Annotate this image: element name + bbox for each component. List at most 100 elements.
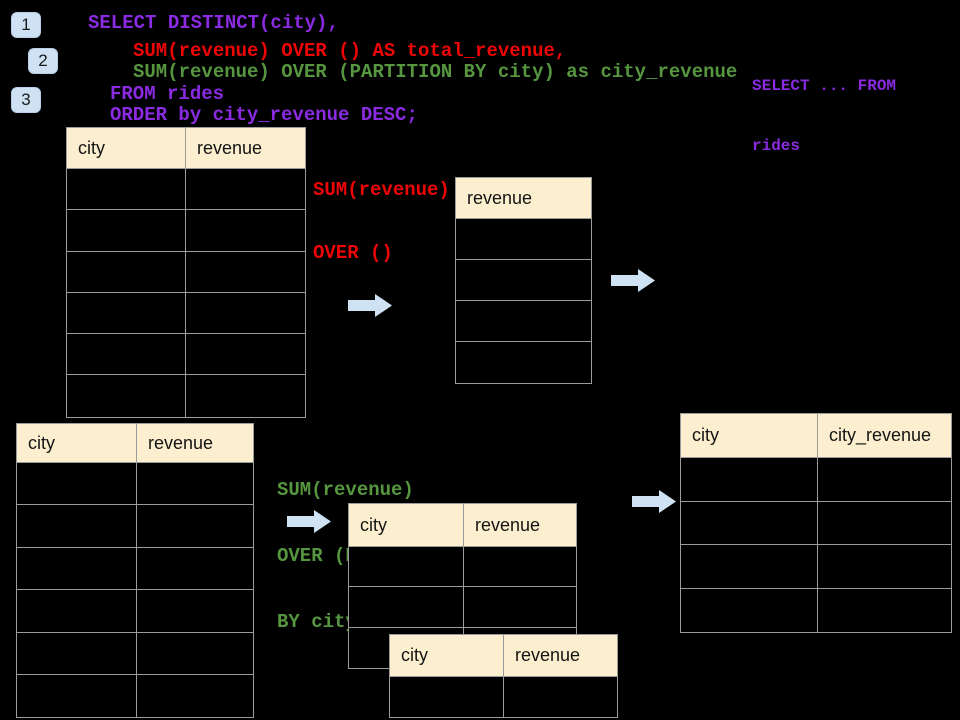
flow-arrow-icon bbox=[287, 510, 331, 533]
empty-cell bbox=[186, 293, 305, 335]
table-row bbox=[17, 505, 253, 548]
empty-cell bbox=[349, 547, 464, 588]
table-row bbox=[67, 210, 305, 252]
header-cell-revenue: revenue bbox=[137, 424, 253, 463]
table-row bbox=[67, 334, 305, 376]
empty-cell bbox=[390, 677, 504, 717]
sql-line-select: SELECT DISTINCT(city), bbox=[88, 12, 339, 34]
table-row bbox=[17, 463, 253, 506]
empty-cell bbox=[681, 588, 818, 632]
table-row bbox=[681, 545, 951, 589]
header-cell-city: city bbox=[681, 414, 818, 458]
table-row bbox=[349, 547, 576, 588]
table-source-rides-top: city revenue bbox=[66, 127, 306, 418]
side-note-line-1: SELECT ... FROM bbox=[752, 77, 897, 95]
step-badge-2: 2 bbox=[28, 48, 58, 74]
empty-cell bbox=[456, 301, 591, 342]
empty-cell bbox=[67, 375, 186, 417]
empty-cell bbox=[67, 251, 186, 293]
empty-cell bbox=[137, 633, 253, 675]
table-partition-front: city revenue bbox=[389, 634, 618, 718]
empty-cell bbox=[681, 545, 818, 589]
empty-cell bbox=[137, 548, 253, 591]
empty-cell bbox=[137, 505, 253, 548]
header-cell-city: city bbox=[17, 424, 137, 463]
table-row bbox=[17, 632, 253, 675]
empty-cell bbox=[818, 458, 951, 502]
empty-cell bbox=[681, 501, 818, 545]
empty-cell bbox=[456, 219, 591, 260]
empty-cell bbox=[186, 210, 305, 252]
empty-cell bbox=[17, 674, 137, 718]
empty-cell bbox=[464, 547, 576, 588]
header-cell-city: city bbox=[349, 504, 464, 547]
header-cell-revenue: revenue bbox=[186, 128, 305, 169]
step-badge-3: 3 bbox=[11, 87, 41, 113]
side-note-line-2: rides bbox=[752, 137, 801, 155]
table-row bbox=[456, 260, 591, 301]
empty-cell bbox=[17, 505, 137, 548]
empty-cell bbox=[67, 334, 186, 376]
table-row bbox=[17, 590, 253, 633]
header-cell-revenue: revenue bbox=[464, 504, 576, 547]
empty-cell bbox=[67, 292, 186, 335]
step-badge-1: 1 bbox=[11, 12, 41, 38]
empty-cell bbox=[349, 587, 464, 628]
empty-cell bbox=[67, 210, 186, 252]
table-row bbox=[17, 547, 253, 591]
table-source-rides-bottom: city revenue bbox=[16, 423, 254, 719]
table-row bbox=[681, 458, 951, 502]
empty-cell bbox=[17, 632, 137, 675]
table-row bbox=[67, 292, 305, 335]
table-row bbox=[67, 169, 305, 211]
empty-cell bbox=[137, 590, 253, 633]
empty-cell bbox=[186, 375, 305, 416]
table-row bbox=[390, 677, 617, 717]
header-cell-city: city bbox=[67, 128, 186, 169]
header-cell-city: city bbox=[390, 635, 504, 677]
table-row bbox=[67, 375, 305, 417]
empty-cell bbox=[186, 252, 305, 293]
table-result-city-revenue: city city_revenue bbox=[680, 413, 952, 633]
empty-cell bbox=[456, 342, 591, 383]
empty-cell bbox=[818, 502, 951, 545]
empty-cell bbox=[137, 675, 253, 717]
empty-cell bbox=[818, 589, 951, 633]
empty-cell bbox=[17, 590, 137, 633]
flow-arrow-icon bbox=[611, 269, 655, 292]
sql-line-from: FROM rides bbox=[110, 83, 225, 105]
annotation-total-line-1: SUM(revenue) bbox=[313, 179, 450, 201]
table-row bbox=[349, 587, 576, 628]
empty-cell bbox=[67, 169, 186, 211]
table-row bbox=[456, 219, 591, 260]
sql-line-total-sum: SUM(revenue) OVER () AS total_revenue, bbox=[133, 40, 567, 62]
empty-cell bbox=[504, 677, 617, 717]
empty-cell bbox=[137, 463, 253, 506]
header-cell-city-revenue: city_revenue bbox=[818, 414, 951, 458]
table-row bbox=[67, 251, 305, 293]
empty-cell bbox=[681, 458, 818, 502]
sql-line-order: ORDER by city_revenue DESC; bbox=[110, 104, 418, 126]
empty-cell bbox=[17, 547, 137, 591]
side-note-select-from: SELECT ... FROM rides bbox=[752, 36, 896, 196]
flow-arrow-icon bbox=[348, 294, 392, 317]
empty-cell bbox=[456, 260, 591, 301]
table-row bbox=[681, 588, 951, 633]
empty-cell bbox=[464, 587, 576, 628]
flow-arrow-icon bbox=[632, 490, 676, 513]
table-row bbox=[17, 674, 253, 718]
annotation-total-revenue: SUM(revenue) OVER () bbox=[313, 138, 450, 306]
annotation-total-line-2: OVER () bbox=[313, 242, 393, 264]
sql-line-partition: SUM(revenue) OVER (PARTITION BY city) as… bbox=[133, 61, 738, 83]
empty-cell bbox=[186, 334, 305, 376]
header-cell-revenue: revenue bbox=[456, 178, 591, 219]
table-row bbox=[456, 342, 591, 383]
empty-cell bbox=[17, 463, 137, 506]
header-cell-revenue: revenue bbox=[504, 635, 617, 677]
empty-cell bbox=[818, 545, 951, 589]
empty-cell bbox=[186, 169, 305, 211]
table-total-revenue: revenue bbox=[455, 177, 592, 384]
annotation-partition-line-1: SUM(revenue) bbox=[277, 479, 414, 501]
table-row bbox=[456, 301, 591, 342]
